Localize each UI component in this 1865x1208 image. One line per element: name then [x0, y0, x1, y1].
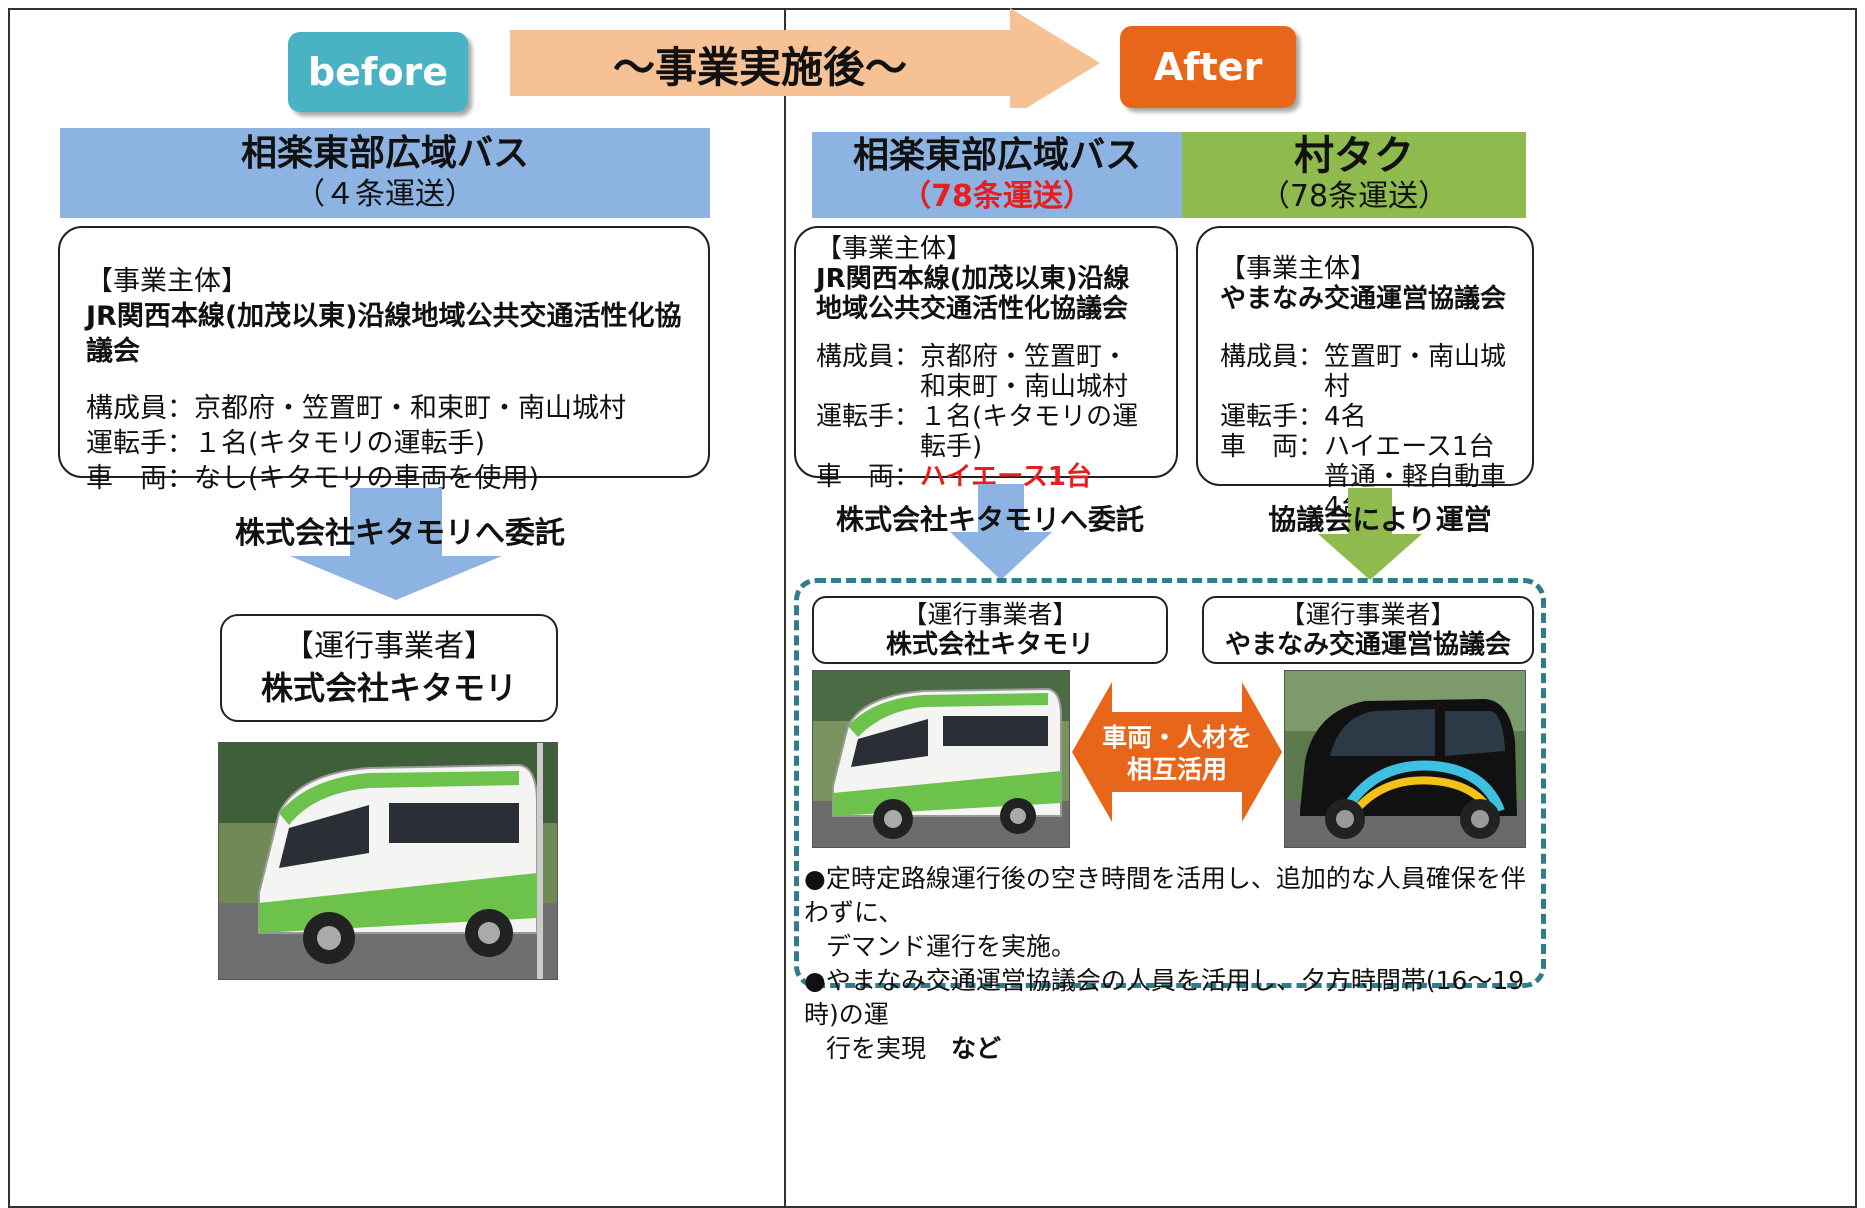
- after-right-vehicle-row: 車 両：ハイエース1台: [1220, 432, 1510, 462]
- header-title: ～事業実施後～: [612, 43, 907, 92]
- exchange-text: 車両・人材を 相互活用: [1092, 722, 1262, 786]
- after-right-members-label: 構成員：: [1220, 342, 1325, 372]
- after-left-entity-box: 【事業主体】 JR関西本線(加茂以東)沿線 地域公共交通活性化協議会 構成員：京…: [794, 226, 1178, 492]
- after-left-members-label: 構成員：: [816, 342, 921, 372]
- before-operator-box: 【運行事業者】 株式会社キタモリ: [220, 614, 558, 722]
- before-band-sub: （４条運送）: [295, 177, 475, 212]
- after-right-members: 笠置町・南山城村: [1324, 342, 1507, 402]
- after-right-heading: 【事業主体】: [1220, 254, 1377, 284]
- before-driver: １名(キタモリの運転手): [194, 428, 486, 459]
- before-members: 京都府・笠置町・和束町・南山城村: [194, 393, 626, 424]
- before-band: 相楽東部広域バス （４条運送）: [60, 128, 710, 218]
- note-line-4-text: 行を実現: [826, 1034, 952, 1063]
- after-left-band-sub: （78条運送）: [901, 179, 1093, 214]
- before-heading: 【事業主体】: [86, 266, 248, 297]
- note-suffix: など: [951, 1034, 1002, 1063]
- after-left-arrow-text: 株式会社キタモリへ委託: [835, 503, 1144, 536]
- note-line-4: 行を実現 など: [804, 1032, 1540, 1066]
- before-entity-box: 【事業主体】 JR関西本線(加茂以東)沿線地域公共交通活性化協議会 構成員：京都…: [58, 226, 710, 494]
- after-left-down-arrow: [950, 484, 1052, 580]
- after-left-operator-heading: 【運行事業者】: [902, 600, 1078, 629]
- after-left-band: 相楽東部広域バス （78条運送）: [812, 132, 1182, 218]
- notes: ●定時定路線運行後の空き時間を活用し、追加的な人員確保を伴わずに、 デマンド運行…: [804, 862, 1540, 1066]
- after-right-operator-box: 【運行事業者】 やまなみ交通運営協議会: [1202, 596, 1534, 664]
- after-right-down-arrow: [1318, 488, 1422, 580]
- before-label: before: [288, 32, 468, 112]
- after-right-entity-box: 【事業主体】 やまなみ交通運営協議会 構成員：笠置町・南山城村 運転手：4名 車…: [1196, 226, 1534, 522]
- before-bus-photo: [218, 742, 558, 980]
- after-left-members-1: 京都府・笠置町・: [920, 342, 1129, 372]
- after-left-operator-name: 株式会社キタモリ: [885, 630, 1094, 660]
- after-left-operator-box: 【運行事業者】 株式会社キタモリ: [812, 596, 1168, 664]
- exchange-arrow: [1072, 682, 1282, 822]
- exchange-line-2: 相互活用: [1126, 755, 1227, 784]
- after-right-band-sub: （78条運送）: [1259, 179, 1449, 214]
- note-line-3: ●やまなみ交通運営協議会の人員を活用し、夕方時間帯(16～19時)の運: [804, 966, 1525, 1029]
- before-entity: JR関西本線(加茂以東)沿線地域公共交通活性化協議会: [86, 301, 682, 367]
- before-driver-row: 運転手：１名(キタモリの運転手): [86, 426, 682, 461]
- header-arrow: [510, 8, 1100, 108]
- operation-group: [794, 578, 1546, 988]
- after-left-members-2: 和束町・南山城村: [920, 372, 1129, 402]
- after-right-driver-row: 運転手：4名: [1220, 402, 1510, 432]
- after-right-members-row: 構成員：笠置町・南山城村: [1220, 342, 1510, 402]
- after-right-driver-label: 運転手：: [1220, 402, 1325, 432]
- after-right-band-title: 村タク: [1294, 133, 1414, 179]
- note-line-1: ●定時定路線運行後の空き時間を活用し、追加的な人員確保を伴わずに、: [804, 864, 1526, 927]
- before-operator-heading: 【運行事業者】: [284, 629, 494, 664]
- after-left-heading: 【事業主体】: [816, 234, 973, 264]
- after-right-entity: やまなみ交通運営協議会: [1220, 284, 1507, 314]
- before-operator-name: 株式会社キタモリ: [260, 669, 517, 707]
- after-right-operator-name: やまなみ交通運営協議会: [1224, 630, 1511, 660]
- exchange-line-1: 車両・人材を: [1101, 723, 1252, 752]
- after-left-driver-label: 運転手：: [816, 402, 921, 432]
- after-label: After: [1120, 26, 1296, 108]
- after-left-vehicle-label: 車 両：: [816, 462, 921, 492]
- before-down-arrow: [290, 488, 502, 600]
- after-right-band: 村タク （78条運送）: [1182, 132, 1526, 218]
- after-left-members-row-2: 構成員：和束町・南山城村: [816, 372, 1156, 402]
- after-right-vehicle-label: 車 両：: [1220, 432, 1325, 462]
- before-driver-label: 運転手：: [86, 428, 194, 459]
- after-taxi-photo: [1284, 670, 1526, 848]
- after-bus-photo: [812, 670, 1070, 848]
- after-left-band-title: 相楽東部広域バス: [852, 135, 1141, 176]
- after-right-driver: 4名: [1324, 402, 1367, 432]
- after-left-driver: １名(キタモリの運転手): [920, 402, 1139, 462]
- after-left-entity-2: 地域公共交通活性化協議会: [816, 294, 1129, 324]
- after-left-driver-row: 運転手：１名(キタモリの運転手): [816, 402, 1156, 462]
- note-line-2: デマンド運行を実施。: [826, 932, 1077, 961]
- after-left-entity-1: JR関西本線(加茂以東)沿線: [816, 264, 1130, 294]
- before-band-title: 相楽東部広域バス: [240, 133, 529, 174]
- before-arrow-text: 株式会社キタモリへ委託: [235, 516, 565, 551]
- after-right-arrow-text: 協議会により運営: [1268, 503, 1492, 536]
- after-left-members-row: 構成員：京都府・笠置町・: [816, 342, 1156, 372]
- after-right-vehicle-1: ハイエース1台: [1324, 432, 1495, 462]
- before-members-row: 構成員：京都府・笠置町・和束町・南山城村: [86, 391, 682, 426]
- before-members-label: 構成員：: [86, 393, 194, 424]
- before-vehicle-label: 車 両：: [86, 463, 194, 494]
- after-right-operator-heading: 【運行事業者】: [1280, 600, 1456, 629]
